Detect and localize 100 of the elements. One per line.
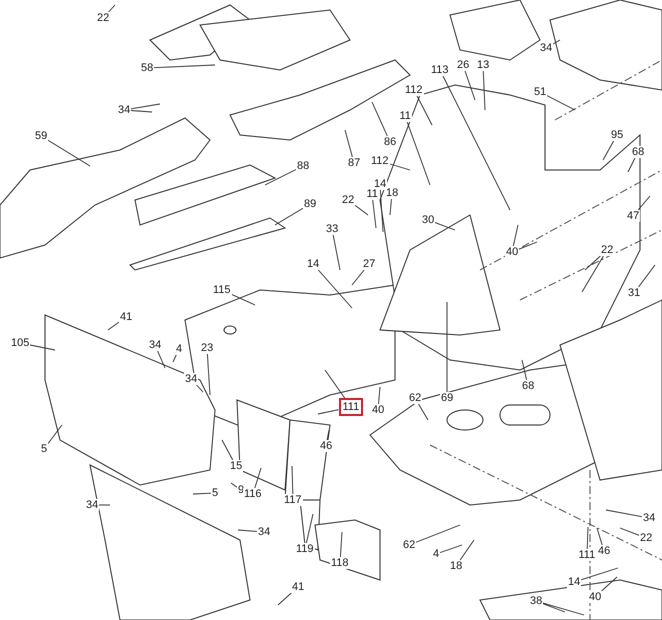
callout-number: 22 bbox=[639, 532, 654, 544]
leader-line bbox=[278, 592, 292, 606]
callout-number: 95 bbox=[610, 129, 624, 141]
leader-line bbox=[172, 354, 177, 362]
callout-number: 58 bbox=[140, 62, 154, 74]
leader-line bbox=[274, 208, 304, 226]
leader-line bbox=[354, 204, 368, 216]
leader-line bbox=[48, 424, 62, 444]
callout-number: 68 bbox=[521, 380, 536, 392]
leader-line bbox=[416, 524, 460, 543]
leader-line bbox=[196, 384, 204, 392]
callout-number: 88 bbox=[296, 160, 310, 172]
leader-line bbox=[292, 466, 294, 494]
leader-line bbox=[108, 322, 120, 330]
leader-line bbox=[378, 386, 380, 404]
callout-number: 116 bbox=[243, 488, 263, 500]
callout-number: 34 bbox=[184, 373, 198, 385]
leader-line bbox=[130, 110, 152, 112]
leader-line bbox=[580, 568, 618, 580]
leader-line bbox=[460, 540, 474, 560]
leader-line bbox=[344, 130, 353, 158]
leader-line bbox=[390, 164, 410, 170]
leader-line bbox=[318, 409, 339, 414]
callout-number: 22 bbox=[600, 244, 614, 256]
callout-number: 69 bbox=[440, 392, 454, 404]
leader-line bbox=[546, 95, 576, 110]
callout-number: 112 bbox=[404, 84, 424, 96]
leader-line bbox=[238, 530, 258, 532]
callout-number: 40 bbox=[505, 246, 520, 258]
leader-line bbox=[108, 4, 116, 12]
leader-line bbox=[154, 64, 216, 68]
callout-number: 30 bbox=[421, 214, 436, 226]
callout-number: 105 bbox=[10, 337, 30, 349]
callout-number: 87 bbox=[347, 157, 362, 169]
leader-line bbox=[522, 360, 528, 380]
callout-number: 47 bbox=[626, 210, 640, 222]
leader-line bbox=[406, 122, 430, 186]
callout-number: 34 bbox=[539, 42, 554, 54]
callout-number: 15 bbox=[229, 460, 244, 472]
leader-line bbox=[30, 344, 56, 350]
leader-line bbox=[48, 140, 90, 166]
leader-line bbox=[254, 468, 262, 488]
leader-line bbox=[222, 440, 234, 460]
leader-line bbox=[582, 256, 604, 292]
leader-line bbox=[324, 370, 346, 398]
callout-number: 89 bbox=[303, 198, 318, 210]
leader-line bbox=[518, 242, 538, 250]
callout-number: 34 bbox=[85, 499, 100, 511]
callout-number: 62 bbox=[408, 392, 422, 404]
callout-number: 18 bbox=[449, 560, 464, 572]
leader-line bbox=[434, 222, 456, 230]
callout-number: 111 bbox=[578, 549, 596, 561]
leader-line bbox=[98, 504, 110, 506]
callout-number: 86 bbox=[383, 136, 398, 148]
callout-number: 4 bbox=[432, 548, 440, 560]
callout-number: 23 bbox=[200, 342, 214, 354]
leader-line bbox=[157, 350, 166, 368]
callout-number: 111 bbox=[338, 398, 364, 416]
callout-number: 118 bbox=[330, 557, 350, 569]
leader-line bbox=[230, 482, 238, 488]
callout-number: 113 bbox=[430, 64, 450, 76]
callout-number: 13 bbox=[476, 59, 490, 71]
callout-number: 38 bbox=[529, 595, 544, 607]
callout-number: 14 bbox=[373, 178, 388, 190]
callout-number: 41 bbox=[291, 581, 306, 593]
leader-line bbox=[440, 544, 462, 554]
callout-number: 33 bbox=[325, 223, 340, 235]
leader-line bbox=[380, 190, 384, 232]
leader-line bbox=[628, 158, 636, 172]
callout-number: 40 bbox=[371, 404, 386, 416]
leader-line bbox=[264, 169, 296, 186]
leader-line bbox=[192, 492, 212, 494]
leader-line bbox=[512, 224, 518, 246]
leader-line bbox=[482, 70, 486, 110]
leader-line bbox=[606, 510, 642, 518]
callout-number: 14 bbox=[567, 576, 582, 588]
leader-line bbox=[442, 76, 510, 210]
leader-line bbox=[352, 270, 365, 286]
leader-line bbox=[418, 404, 428, 420]
callout-number: 34 bbox=[642, 512, 656, 524]
callout-number: 112 bbox=[370, 155, 390, 167]
leader-line bbox=[416, 96, 432, 126]
callout-number: 22 bbox=[341, 194, 356, 206]
leader-line bbox=[390, 198, 392, 216]
leader-line bbox=[620, 528, 640, 536]
leader-line bbox=[318, 270, 352, 308]
callout-number: 14 bbox=[306, 258, 320, 270]
callout-number: 59 bbox=[34, 130, 48, 142]
leader-line bbox=[601, 576, 618, 592]
leader-line bbox=[638, 196, 650, 210]
leader-line bbox=[372, 102, 388, 136]
callout-number: 46 bbox=[597, 545, 612, 557]
callout-number: 68 bbox=[631, 146, 646, 158]
callout-number: 5 bbox=[211, 487, 220, 499]
callout-number: 4 bbox=[175, 343, 184, 355]
callout-number: 18 bbox=[385, 187, 400, 199]
leader-line bbox=[542, 603, 566, 612]
callout-number: 34 bbox=[117, 104, 132, 116]
leader-line bbox=[584, 256, 601, 270]
leader-line bbox=[552, 40, 560, 44]
